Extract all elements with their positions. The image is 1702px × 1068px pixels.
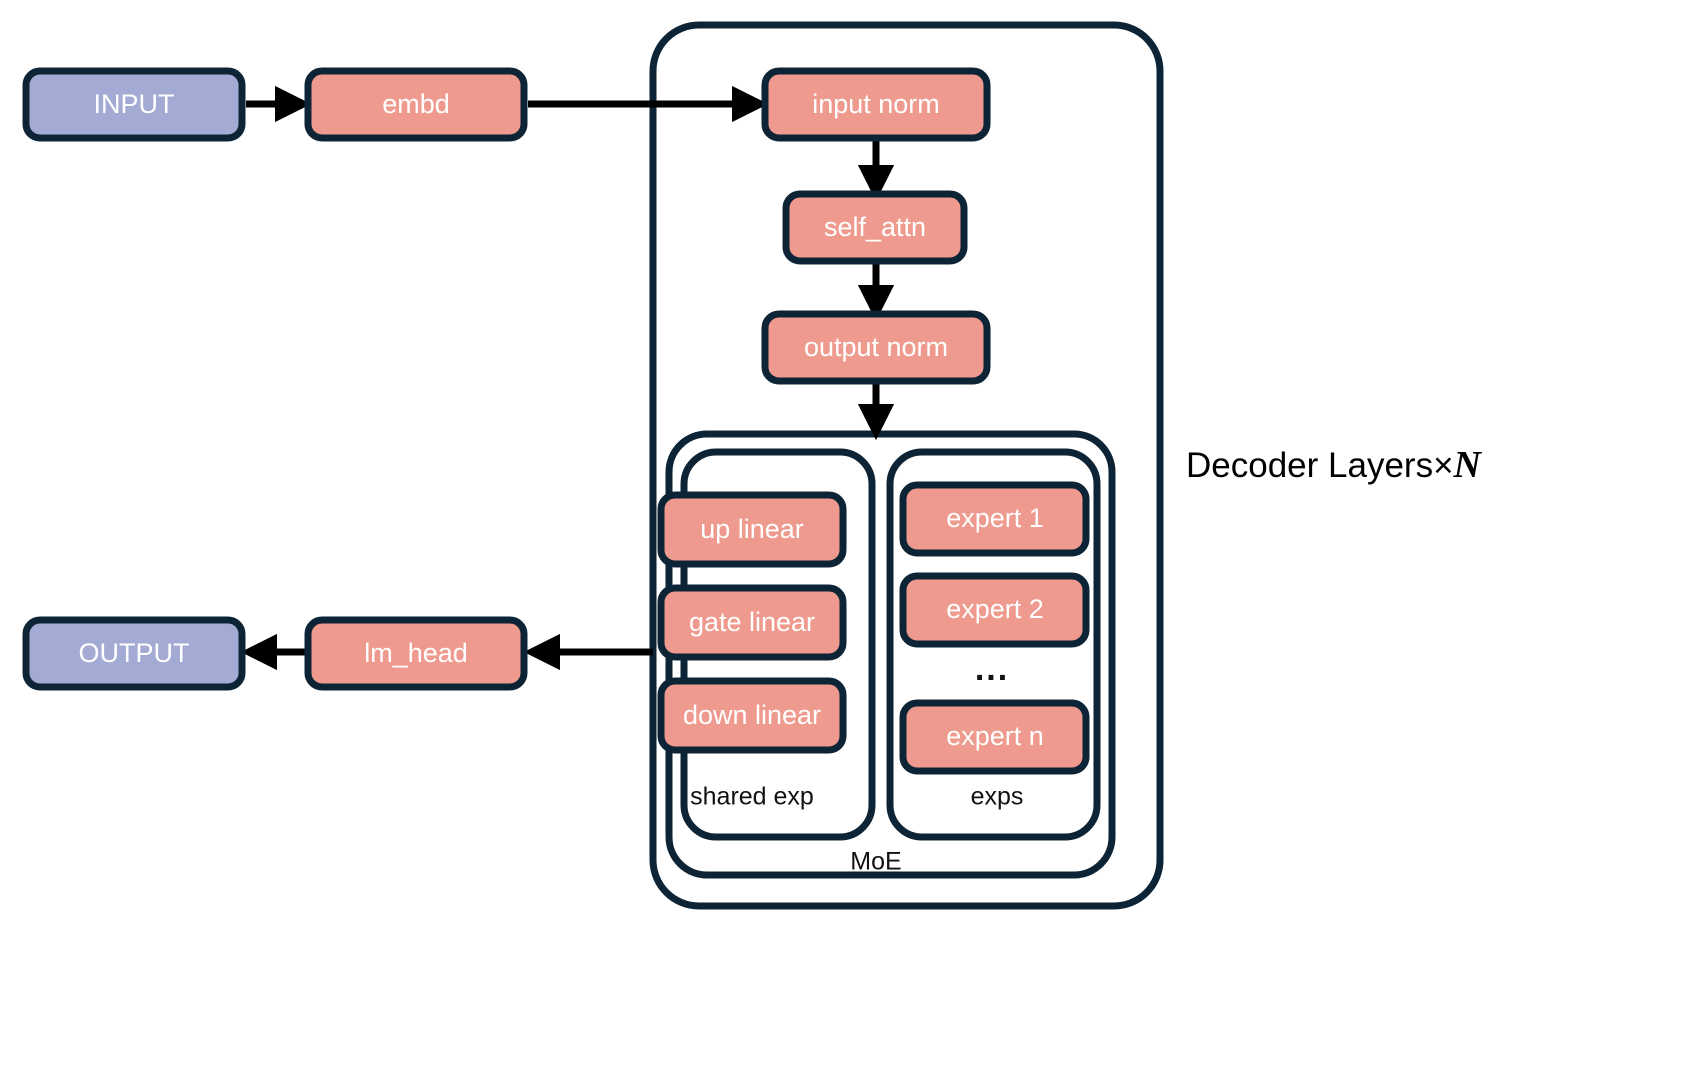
- node-embd[interactable]: [304, 67, 528, 142]
- experts-container: [886, 448, 1101, 841]
- node-up-linear[interactable]: [657, 491, 847, 568]
- node-output-norm[interactable]: [761, 310, 991, 385]
- decoder-layers-container: [649, 21, 1164, 910]
- node-gate-linear[interactable]: [657, 584, 847, 661]
- node-output[interactable]: [22, 616, 246, 691]
- moe-label: MoE: [850, 848, 901, 876]
- decoder-layers-annotation: Decoder Layers×N: [1186, 444, 1483, 486]
- node-expert-1[interactable]: [899, 481, 1090, 557]
- decoder-layers-annotation-variable: N: [1453, 444, 1483, 486]
- experts-ellipsis: ...: [975, 650, 1009, 688]
- node-lm-head[interactable]: [304, 616, 528, 691]
- node-input-norm[interactable]: [761, 67, 991, 142]
- node-expert-2[interactable]: [899, 572, 1090, 648]
- node-down-linear[interactable]: [657, 677, 847, 754]
- decoder-layers-annotation-text: Decoder Layers×: [1186, 446, 1454, 485]
- node-expert-n[interactable]: [899, 699, 1090, 775]
- node-input[interactable]: [22, 67, 246, 142]
- shared-expert-label: shared exp: [690, 783, 814, 811]
- node-self-attn[interactable]: [782, 190, 968, 265]
- experts-label: exps: [971, 783, 1024, 811]
